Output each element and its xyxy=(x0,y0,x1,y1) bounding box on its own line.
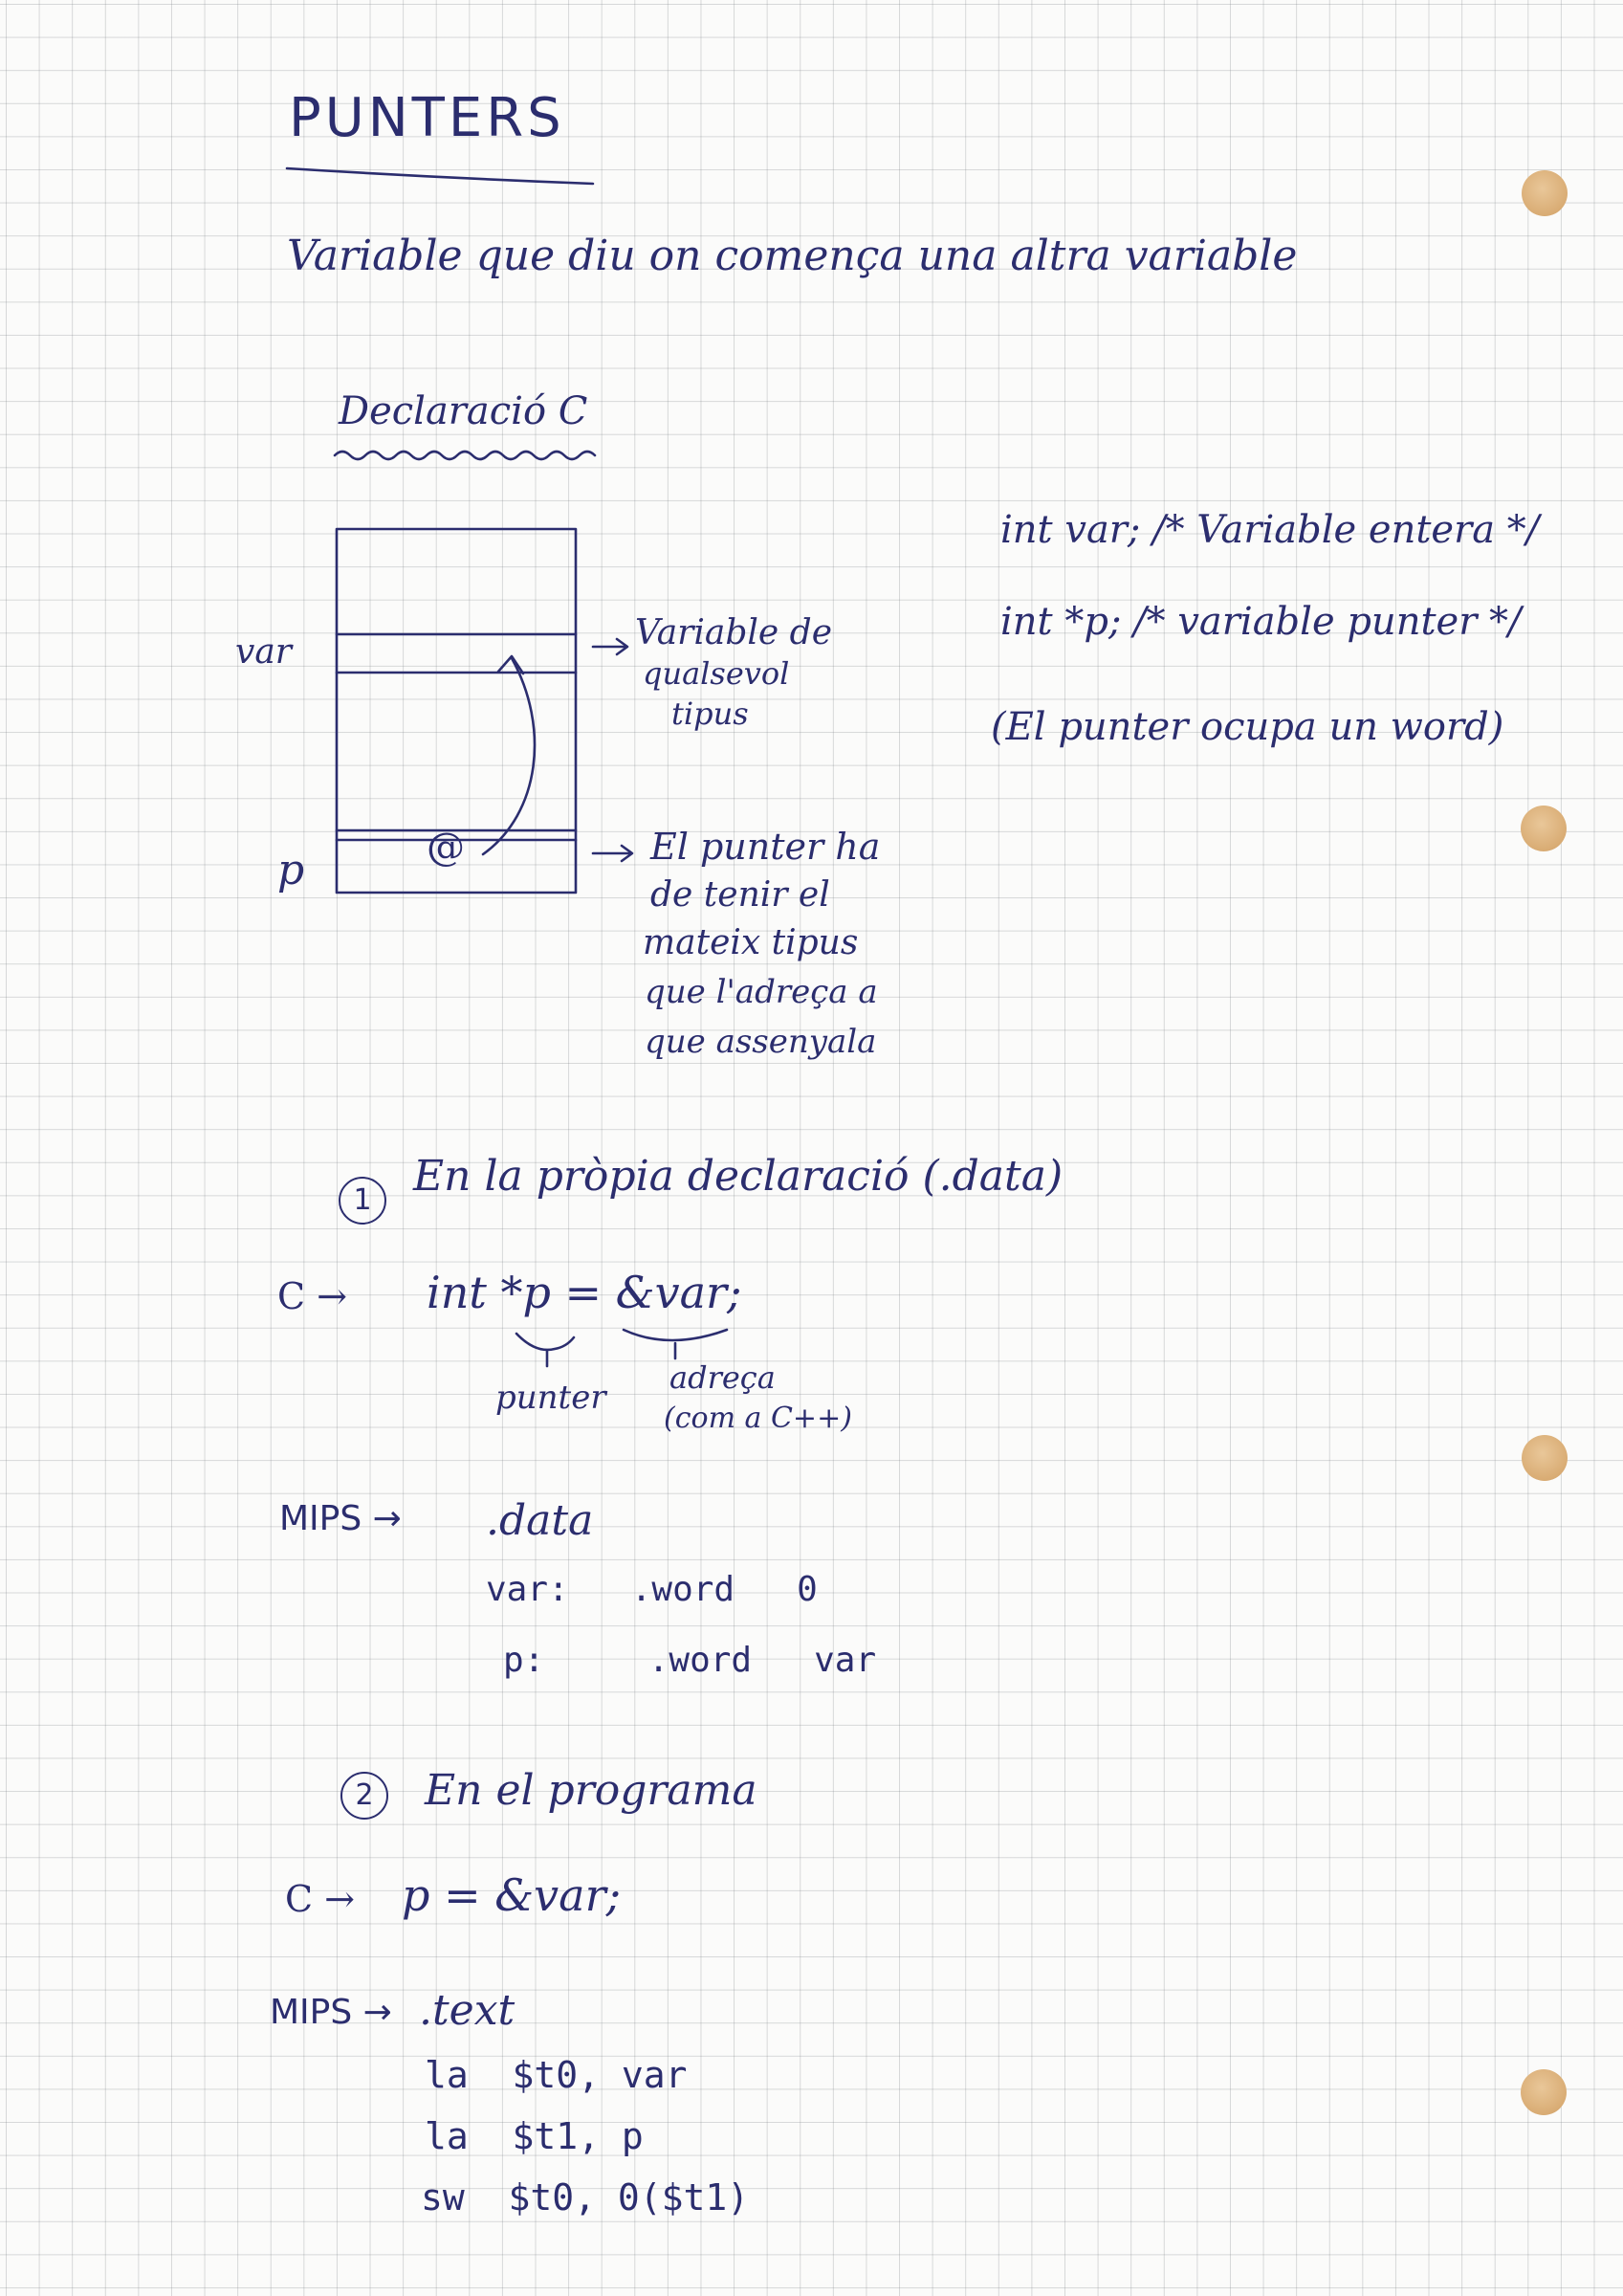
brace-punter xyxy=(515,1332,576,1352)
section-2-c-label: C → xyxy=(285,1878,355,1920)
punch-hole-4 xyxy=(1521,2069,1567,2115)
section-1-c-label: C → xyxy=(277,1275,347,1317)
note-var-line-2: qualsevol xyxy=(643,655,790,692)
section-2-mips-line-3: la $t1, p xyxy=(425,2115,644,2157)
pointer-arrowhead xyxy=(496,654,525,675)
arrow-to-var-note xyxy=(591,637,629,656)
diagram-label-var: var xyxy=(235,632,293,672)
pointer-arrow xyxy=(481,656,537,856)
note-p-line-1: El punter ha xyxy=(650,826,881,868)
section-1-mips-label: MIPS → xyxy=(279,1499,402,1538)
title-underline xyxy=(285,166,595,186)
note-p-line-2: de tenir el xyxy=(650,875,830,915)
note-p-line-4: que l'adreça a xyxy=(645,973,878,1011)
section-1-c-code: int *p = &var; xyxy=(427,1267,742,1318)
punch-hole-1 xyxy=(1522,170,1568,216)
note-p-line-3: mateix tipus xyxy=(643,923,859,962)
section-1-number: 1 xyxy=(339,1177,386,1225)
brace-adreca xyxy=(622,1328,729,1342)
code-decl-int-p: int *p; /* variable punter */ xyxy=(1000,600,1522,644)
note-p-line-5: que assenyala xyxy=(645,1023,877,1061)
heading-wavy-underline xyxy=(333,450,597,461)
diagram-label-p: p xyxy=(277,846,305,894)
arrow-to-p-note xyxy=(591,844,634,863)
punch-hole-2 xyxy=(1521,806,1567,851)
section-2-mips-line-1: .text xyxy=(419,1986,515,2035)
section-2-heading: En el programa xyxy=(425,1766,757,1815)
section-2-mips-label: MIPS → xyxy=(270,1993,392,2032)
page-title: PUNTERS xyxy=(289,87,565,149)
definition-text: Variable que diu on comença una altra va… xyxy=(287,232,1298,280)
declaration-heading: Declaració C xyxy=(339,389,588,433)
note-var-line-3: tipus xyxy=(671,695,749,732)
punch-hole-3 xyxy=(1522,1435,1568,1481)
code-decl-note: (El punter ocupa un word) xyxy=(991,705,1504,749)
diagram-cell-at: @ xyxy=(427,826,465,870)
section-1-heading: En la pròpia declaració (.data) xyxy=(413,1152,1064,1201)
code-decl-int-var: int var; /* Variable entera */ xyxy=(1000,508,1540,552)
section-2-c-code: p = &var; xyxy=(402,1869,622,1921)
section-1-mips-line-3: p: .word var xyxy=(503,1641,877,1680)
section-1-brace-adreca: adreça xyxy=(669,1359,776,1396)
section-1-mips-line-2: var: .word 0 xyxy=(486,1570,818,1609)
section-2-mips-line-2: la $t0, var xyxy=(425,2054,688,2096)
section-2-number: 2 xyxy=(340,1772,388,1820)
section-2-mips-line-4: sw $t0, 0($t1) xyxy=(421,2176,750,2219)
note-var-line-1: Variable de xyxy=(635,613,832,652)
section-1-brace-punter: punter xyxy=(495,1379,606,1417)
section-1-mips-line-1: .data xyxy=(486,1496,594,1545)
section-1-brace-com-cpp: (com a C++) xyxy=(664,1402,852,1435)
